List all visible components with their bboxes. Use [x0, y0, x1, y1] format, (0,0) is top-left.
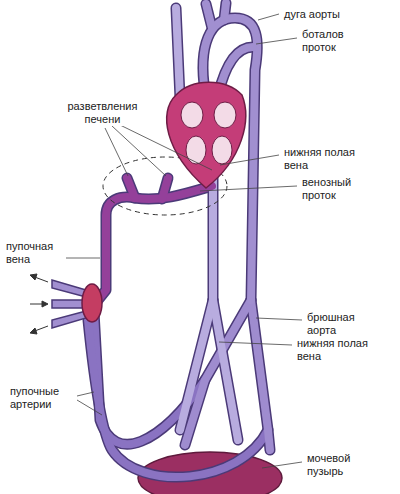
structure-label: мочевой пузырь: [305, 452, 371, 478]
heart: [167, 82, 246, 188]
structure-label: боталов проток: [300, 28, 362, 54]
leader-lines: [63, 14, 302, 468]
structure-label: брюшная аорта: [305, 311, 367, 337]
structure-label: разветвления печени: [55, 100, 150, 126]
structure-label: дуга аорты: [282, 8, 377, 21]
structure-label: пупочная вена: [4, 240, 66, 266]
structure-label: нижняя полая вена: [282, 146, 364, 172]
umbilicus: [82, 284, 102, 322]
structure-label: пупочные артерии: [8, 385, 76, 411]
structure-label: нижняя полая вена: [295, 337, 377, 363]
structure-label: венозный проток: [300, 176, 366, 202]
